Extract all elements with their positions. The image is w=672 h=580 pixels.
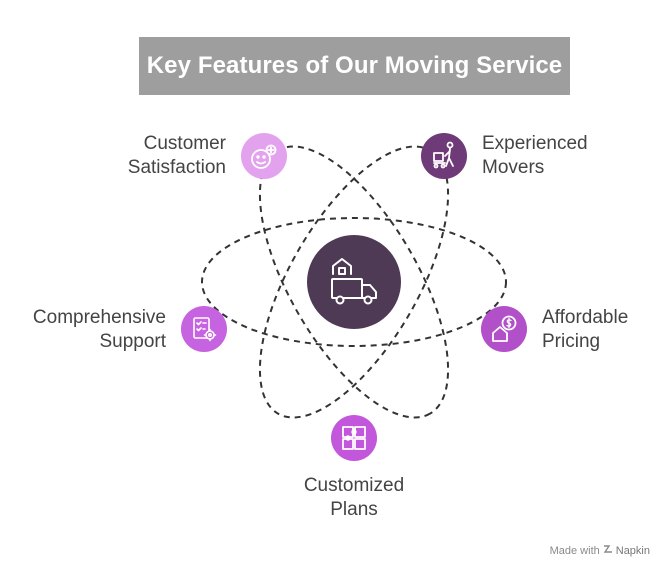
node-customized-plans xyxy=(331,415,377,461)
label-customer-satisfaction: Customer Satisfaction xyxy=(127,133,226,178)
node-circle-experienced-movers xyxy=(421,133,467,179)
node-affordable-pricing xyxy=(481,306,527,352)
center-circle xyxy=(307,235,401,329)
house-dollar-icon xyxy=(492,315,517,342)
footer-attribution: Made with Napkin xyxy=(550,544,650,557)
label-affordable-pricing: Affordable Pricing xyxy=(542,307,629,352)
title-banner: Key Features of Our Moving Service xyxy=(139,37,570,95)
orbit-horizontal xyxy=(201,217,507,347)
node-experienced-movers xyxy=(421,133,467,179)
node-circle-customized-plans xyxy=(331,415,377,461)
node-circle-affordable-pricing xyxy=(481,306,527,352)
mover-with-cart-icon xyxy=(433,141,454,169)
label-experienced-movers: Experienced Movers xyxy=(482,133,588,178)
node-customer-satisfaction xyxy=(241,133,287,179)
label-comprehensive-support: Comprehensive Support xyxy=(32,307,166,352)
center-node xyxy=(307,235,401,329)
diagram-title: Key Features of Our Moving Service xyxy=(146,52,563,79)
node-comprehensive-support xyxy=(181,306,227,352)
label-customized-plans: Customized Plans xyxy=(303,475,405,520)
footer-brand: Napkin xyxy=(615,544,650,557)
footer-prefix: Made with xyxy=(549,544,600,557)
moving-truck-house-icon xyxy=(331,258,377,305)
puzzle-pieces-icon xyxy=(342,426,366,450)
smiley-plus-icon xyxy=(251,144,277,169)
napkin-logo-icon xyxy=(603,544,613,557)
checklist-gear-icon xyxy=(193,317,217,342)
